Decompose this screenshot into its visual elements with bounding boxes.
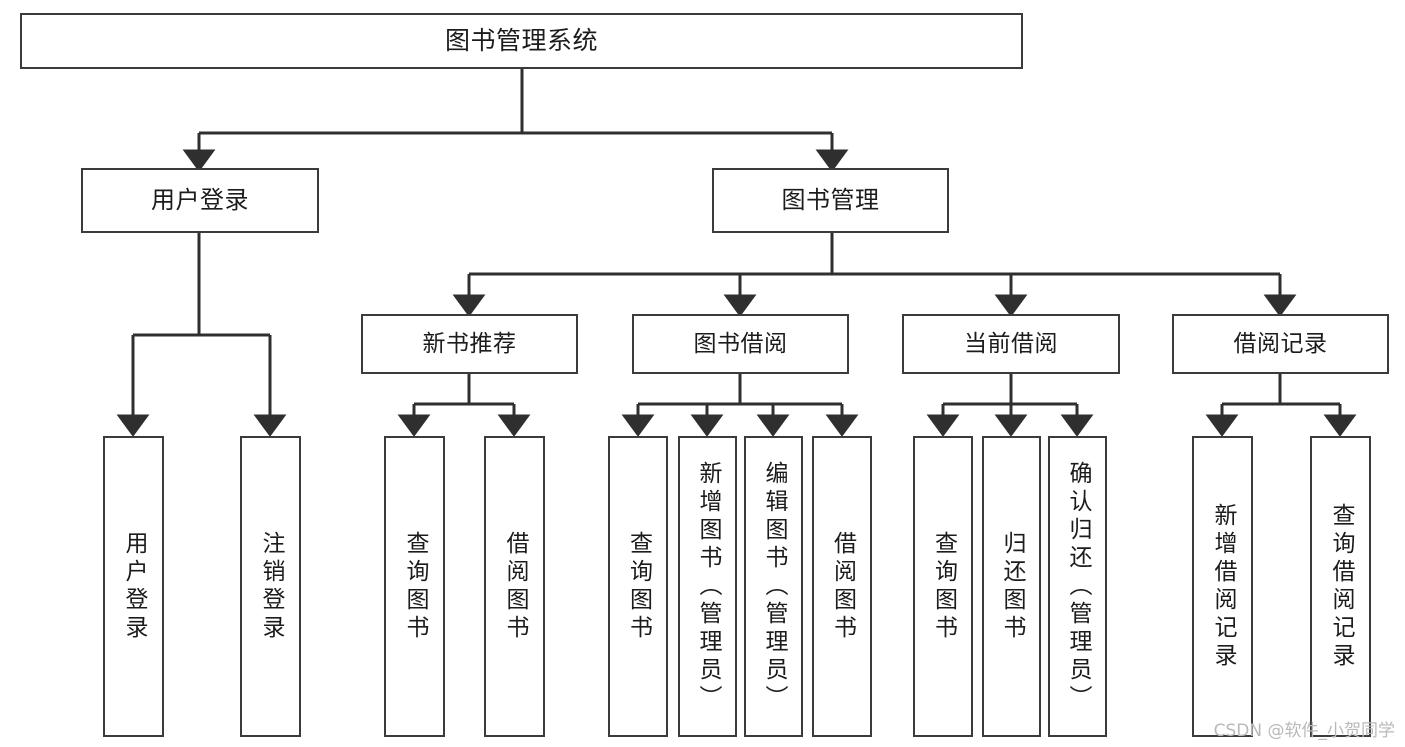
node-label: 图书管理系统 <box>444 25 598 55</box>
leaf-inner: 查询图书 <box>610 438 666 735</box>
node-user-login[interactable]: 用户登录 <box>81 168 319 233</box>
leaf-return-book[interactable]: 归还图书 <box>982 436 1041 737</box>
node-label: 新增借阅记录 <box>1210 502 1236 671</box>
node-label: 当前借阅 <box>964 330 1058 357</box>
node-label: 借阅图书 <box>829 530 856 643</box>
leaf-edit-book[interactable]: 编辑图书（管理员） <box>744 436 803 737</box>
leaf-confirm-return[interactable]: 确认归还（管理员） <box>1048 436 1107 737</box>
leaf-add-record[interactable]: 新增借阅记录 <box>1192 436 1253 737</box>
node-label: 用户登录 <box>151 185 249 214</box>
node-label: 确认归还（管理员） <box>1065 460 1091 713</box>
node-label: 注销登录 <box>258 530 284 643</box>
node-root-system[interactable]: 图书管理系统 <box>20 13 1023 69</box>
node-label: 新书推荐 <box>422 330 517 357</box>
leaf-query-book-1[interactable]: 查询图书 <box>384 436 445 737</box>
leaf-inner: 查询图书 <box>915 438 971 735</box>
leaf-query-book-2[interactable]: 查询图书 <box>608 436 668 737</box>
leaf-inner: 新增借阅记录 <box>1194 438 1251 735</box>
node-label: 借阅记录 <box>1233 330 1328 357</box>
leaf-inner: 新增图书（管理员） <box>680 438 735 735</box>
leaf-borrow-book-2[interactable]: 借阅图书 <box>812 436 872 737</box>
node-book-borrow[interactable]: 图书借阅 <box>632 314 849 374</box>
leaf-inner: 借阅图书 <box>486 438 543 735</box>
node-label: 查询图书 <box>402 530 428 643</box>
csdn-watermark: CSDN @软件_小贺同学 <box>1213 721 1395 741</box>
node-label: 用户登录 <box>121 530 147 643</box>
leaf-inner: 注销登录 <box>242 438 299 735</box>
leaf-inner: 确认归还（管理员） <box>1050 438 1105 735</box>
node-borrow-record[interactable]: 借阅记录 <box>1172 314 1389 374</box>
node-label: 借阅图书 <box>502 530 528 643</box>
node-label: 查询图书 <box>625 530 652 643</box>
node-new-book-recommend[interactable]: 新书推荐 <box>361 314 578 374</box>
leaf-inner: 借阅图书 <box>814 438 870 735</box>
leaf-inner: 用户登录 <box>105 438 162 735</box>
leaf-logout-login[interactable]: 注销登录 <box>240 436 301 737</box>
leaf-inner: 查询借阅记录 <box>1312 438 1369 735</box>
node-book-manage[interactable]: 图书管理 <box>712 168 949 233</box>
leaf-inner: 编辑图书（管理员） <box>746 438 801 735</box>
node-current-borrow[interactable]: 当前借阅 <box>902 314 1120 374</box>
node-label: 新增图书（管理员） <box>695 460 721 713</box>
node-label: 图书借阅 <box>693 330 788 357</box>
node-label: 编辑图书（管理员） <box>761 460 787 713</box>
leaf-add-book[interactable]: 新增图书（管理员） <box>678 436 737 737</box>
node-label: 查询图书 <box>930 530 957 643</box>
node-label: 查询借阅记录 <box>1328 502 1354 671</box>
leaf-query-book-3[interactable]: 查询图书 <box>913 436 973 737</box>
leaf-inner: 查询图书 <box>386 438 443 735</box>
leaf-user-login[interactable]: 用户登录 <box>103 436 164 737</box>
leaf-borrow-book-1[interactable]: 借阅图书 <box>484 436 545 737</box>
node-label: 归还图书 <box>999 530 1025 643</box>
node-label: 图书管理 <box>781 185 880 214</box>
leaf-inner: 归还图书 <box>984 438 1039 735</box>
leaf-query-record[interactable]: 查询借阅记录 <box>1310 436 1371 737</box>
